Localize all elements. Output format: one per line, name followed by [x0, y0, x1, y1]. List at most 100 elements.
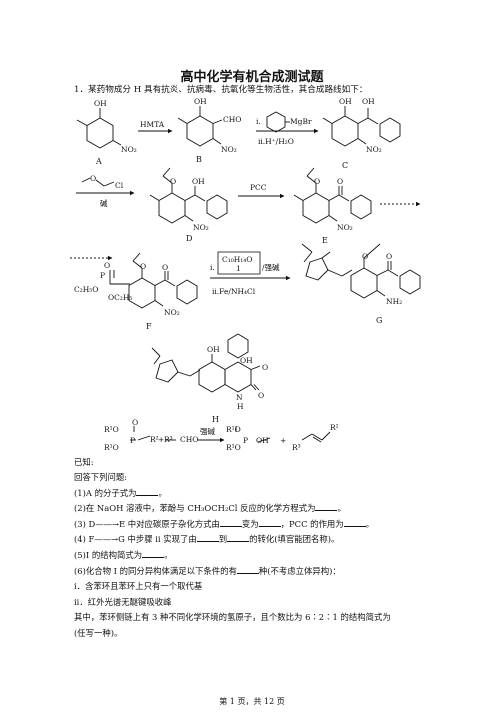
label-b: B — [196, 155, 202, 164]
known-p-label-2: P — [243, 436, 248, 445]
compound-f-structure — [109, 252, 198, 309]
a-no2-label: NO₂ — [121, 145, 137, 154]
sq3-text: (3) D——→E 中对应碳原子杂化方式由 — [74, 518, 220, 529]
sq1-end: 。 — [158, 487, 167, 498]
sq2-end: 。 — [337, 503, 346, 514]
answer-blank[interactable] — [219, 518, 242, 527]
answer-blank[interactable] — [142, 549, 165, 558]
sq3-end: 。 — [365, 518, 375, 529]
question-list: 回答下列问题: (1)A 的分子式为。 (2)在 NaOH 溶液中，苯酚与 CH… — [74, 470, 494, 642]
known-r3-label-2: R³ — [292, 443, 301, 452]
d-oh-label: OH — [192, 177, 205, 186]
b-no2-label: NO₂ — [221, 145, 237, 154]
answer-blank[interactable] — [196, 533, 219, 543]
known-r3-label: R³ — [164, 435, 173, 444]
known-plus-1: + — [158, 435, 164, 444]
label-g: G — [376, 316, 382, 325]
answer-blank[interactable] — [315, 502, 338, 512]
compound-c-structure — [322, 106, 401, 147]
h-o-label-2: O — [258, 391, 264, 400]
answer-blank[interactable] — [136, 487, 159, 496]
step3-base: 碱 — [100, 199, 108, 208]
label-c: C — [342, 161, 348, 170]
step5-reagent-ii: ii.Fe/NH₄Cl — [212, 287, 256, 296]
reagent-box — [217, 251, 261, 275]
known-r1o-label-1: R¹O — [104, 425, 119, 434]
b-cho-label: CHO — [223, 115, 241, 124]
f-no2-label: NO₂ — [164, 308, 180, 317]
h-oh-label-2: OH — [240, 356, 253, 365]
step5-base: /强碱 — [262, 263, 280, 272]
e-o-label-2: O — [337, 177, 343, 186]
f-o-label: O — [104, 261, 110, 270]
compound-a-structure — [76, 108, 122, 149]
answer-blank[interactable] — [343, 518, 366, 527]
sq4-end: 的转化(填官能团名称)。 — [249, 534, 340, 545]
answer-blank[interactable] — [258, 518, 281, 527]
d-no2-label: NO₂ — [193, 223, 209, 232]
known-r1o-label-4: R¹O — [226, 443, 241, 452]
c-no2-label: NO₂ — [366, 145, 382, 154]
known-cho-label: CHO — [180, 435, 198, 444]
compound-e-structure — [293, 167, 372, 224]
sq4-mid1: 到 — [218, 534, 228, 545]
f-c2h5o-label: C₂H₅O — [74, 285, 98, 294]
b-oh-label: OH — [194, 97, 207, 106]
sub-question-3: (3) D——→E 中对应碳原子杂化方式由 变为 ，PCC 的作用为 。 — [74, 517, 494, 533]
label-d: D — [186, 234, 192, 243]
mom-chloride-structure — [81, 177, 115, 187]
c-oh-label-1: OH — [339, 97, 352, 106]
f-p-label: P — [100, 271, 105, 280]
h-n-label: N — [236, 393, 243, 402]
sub-question-4: (4) F——→G 中步骤 ii 实现了由到的转化(填官能团名称)。 — [74, 532, 494, 548]
synthesis-scheme: OH NO₂ A HMTA OH CHO NO₂ B i. MgBr ii.H⁺… — [70, 97, 421, 452]
answer-blank[interactable] — [227, 533, 250, 543]
compound-b-structure — [177, 106, 223, 147]
reagent-box-formula: C₁₀H₁₄O — [222, 255, 252, 264]
page-footer: 第 1 页，共 12 页 — [219, 697, 285, 706]
grignard-mgbr-label: MgBr — [290, 117, 312, 126]
f-o-label-3: O — [162, 263, 168, 272]
sq3-mid1: 变为 — [241, 518, 259, 529]
sub-question-1: (1)A 的分子式为。 — [74, 486, 494, 502]
answer-blank[interactable] — [236, 565, 259, 574]
d-o-label: O — [170, 177, 176, 186]
f-oc2h5-label: OC₂H₅ — [108, 293, 132, 302]
sub-question-5: (5)I 的结构简式为 。 — [74, 548, 494, 564]
h-h-label: H — [237, 402, 244, 411]
compound-g-structure — [301, 243, 421, 299]
known-r1o-label-2: R¹O — [104, 443, 119, 452]
sq3-mid2: ，PCC 的作用为 — [280, 518, 344, 529]
h-o-label: O — [262, 363, 268, 372]
answer-prompt: 回答下列问题: — [74, 472, 128, 482]
question-1-intro: 1．某药物成分 H 具有抗炎、抗病毒、抗氧化等生物活性，其合成路线如下： — [74, 85, 368, 95]
condition-2: ii．红外光谱无醚键吸收峰 — [74, 596, 172, 607]
sub-question-2: (2)在 NaOH 溶液中，苯酚与 CH₃OCH₂Cl 反应的化学方程式为 。 — [74, 501, 494, 517]
known-label: 已知: — [74, 457, 94, 467]
step2-reagent-ii: ii.H⁺/H₂O — [258, 137, 294, 146]
sq6-text: (6)化合物 I 的同分异构体满足以下条件的有 — [74, 565, 237, 576]
known-p-label: P — [130, 436, 135, 445]
known-plus-2: + — [280, 436, 286, 445]
step4-reagent: PCC — [250, 183, 267, 192]
h-oh-label-1: OH — [207, 345, 220, 354]
mom-o-label: O — [90, 174, 96, 183]
condition-1: i．含苯环且苯环上只有一个取代基 — [74, 581, 203, 592]
g-o-label-2: O — [386, 252, 392, 261]
reagent-box-number: 1 — [236, 264, 241, 273]
sq5-end: 。 — [164, 549, 173, 560]
sq6-end: 种(不考虑立体异构)： — [258, 565, 341, 576]
step1-reagent: HMTA — [140, 120, 165, 129]
condition-3: 其中，苯环侧链上有 3 种不同化学环境的氢原子，且个数比为 6∶2∶1 的结构简… — [74, 612, 391, 623]
label-e: E — [322, 236, 328, 245]
known-r2-label-2: R² — [330, 423, 339, 432]
known-reagent: 强碱 — [200, 427, 215, 436]
known-reaction-phosphonate — [130, 426, 331, 443]
sq5-text: (5)I 的结构简式为 — [74, 549, 143, 560]
known-o-label: O — [132, 418, 138, 427]
sub-question-6: (6)化合物 I 的同分异构体满足以下条件的有 种(不考虑立体异构)： — [74, 564, 494, 580]
sq2-text: (2)在 NaOH 溶液中，苯酚与 CH₃OCH₂Cl 反应的化学方程式为 — [74, 503, 316, 514]
g-nh2-label: NH₂ — [386, 297, 402, 306]
compound-d-structure — [149, 167, 228, 224]
